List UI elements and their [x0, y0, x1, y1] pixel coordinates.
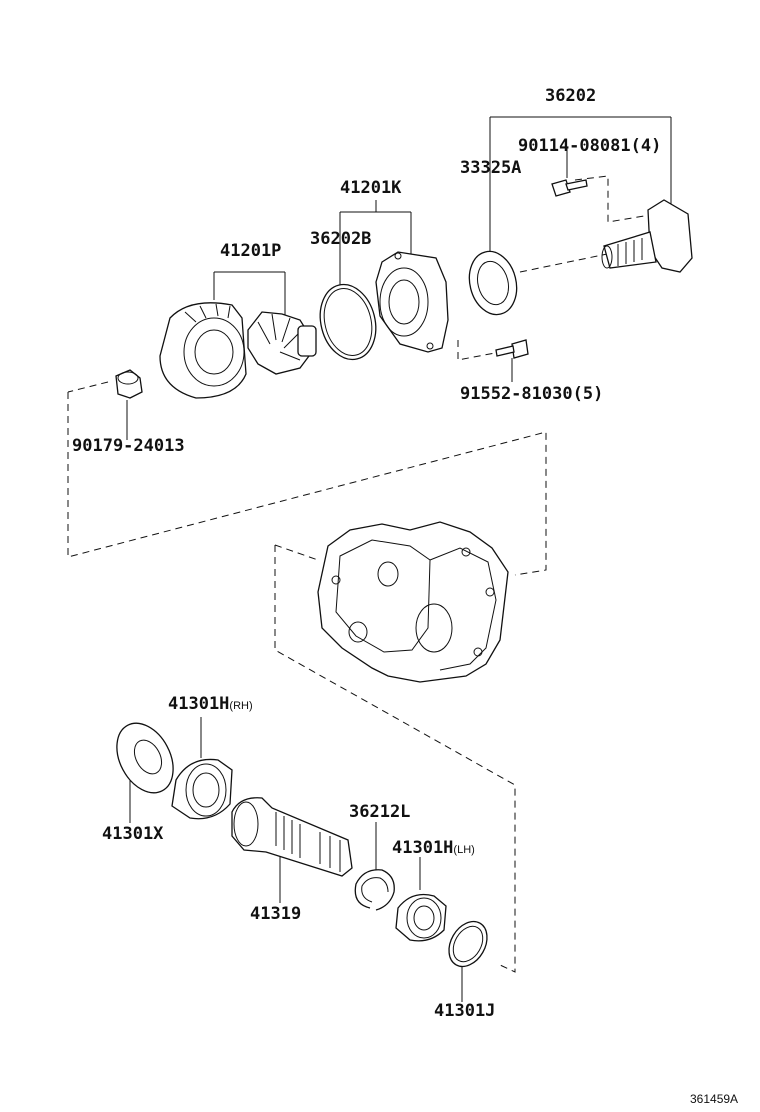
bearing-lh-drawing	[395, 893, 447, 942]
bearing-retainer-drawing	[375, 251, 449, 353]
snap-ring-drawing	[354, 869, 395, 911]
part-label-91552-81030[interactable]: 91552-81030(5)	[460, 384, 604, 404]
pinion-gear-drawing	[247, 311, 317, 375]
part-label-36202b[interactable]: 36202B	[310, 229, 372, 249]
part-label-90114-08081[interactable]: 90114-08081(4)	[518, 136, 662, 156]
differential-case-drawing	[159, 302, 247, 399]
part-label-41301h-lh[interactable]: 41301H(LH)	[392, 838, 475, 858]
cap-washer-drawing	[115, 369, 143, 399]
o-ring-drawing	[319, 283, 377, 361]
bolt-drawings	[495, 179, 588, 359]
part-label-41319[interactable]: 41319	[250, 904, 302, 924]
part-label-36202[interactable]: 36202	[545, 86, 597, 106]
part-label-41301j[interactable]: 41301J	[434, 1001, 496, 1021]
transfer-housing-drawing	[317, 521, 509, 683]
oil-seal-drawing	[468, 250, 518, 316]
part-label-41201p[interactable]: 41201P	[220, 241, 282, 261]
output-shaft-drawing	[231, 797, 353, 877]
leader-lines	[126, 116, 672, 1002]
diagram-id: 361459A	[690, 1092, 739, 1106]
shim-drawing	[448, 920, 488, 968]
part-label-36212l[interactable]: 36212L	[349, 802, 411, 822]
bearing-rh-drawing	[171, 758, 233, 820]
part-label-33325a[interactable]: 33325A	[460, 158, 522, 178]
part-label-41201k[interactable]: 41201K	[340, 178, 402, 198]
part-label-90179-24013[interactable]: 90179-24013	[72, 436, 185, 456]
part-label-41301h-rh[interactable]: 41301H(RH)	[168, 694, 253, 714]
part-label-41301x[interactable]: 41301X	[102, 824, 164, 844]
flange-shaft-drawing	[601, 199, 693, 273]
assembly-dashes	[67, 175, 651, 973]
thrust-washer-drawing	[116, 722, 174, 794]
